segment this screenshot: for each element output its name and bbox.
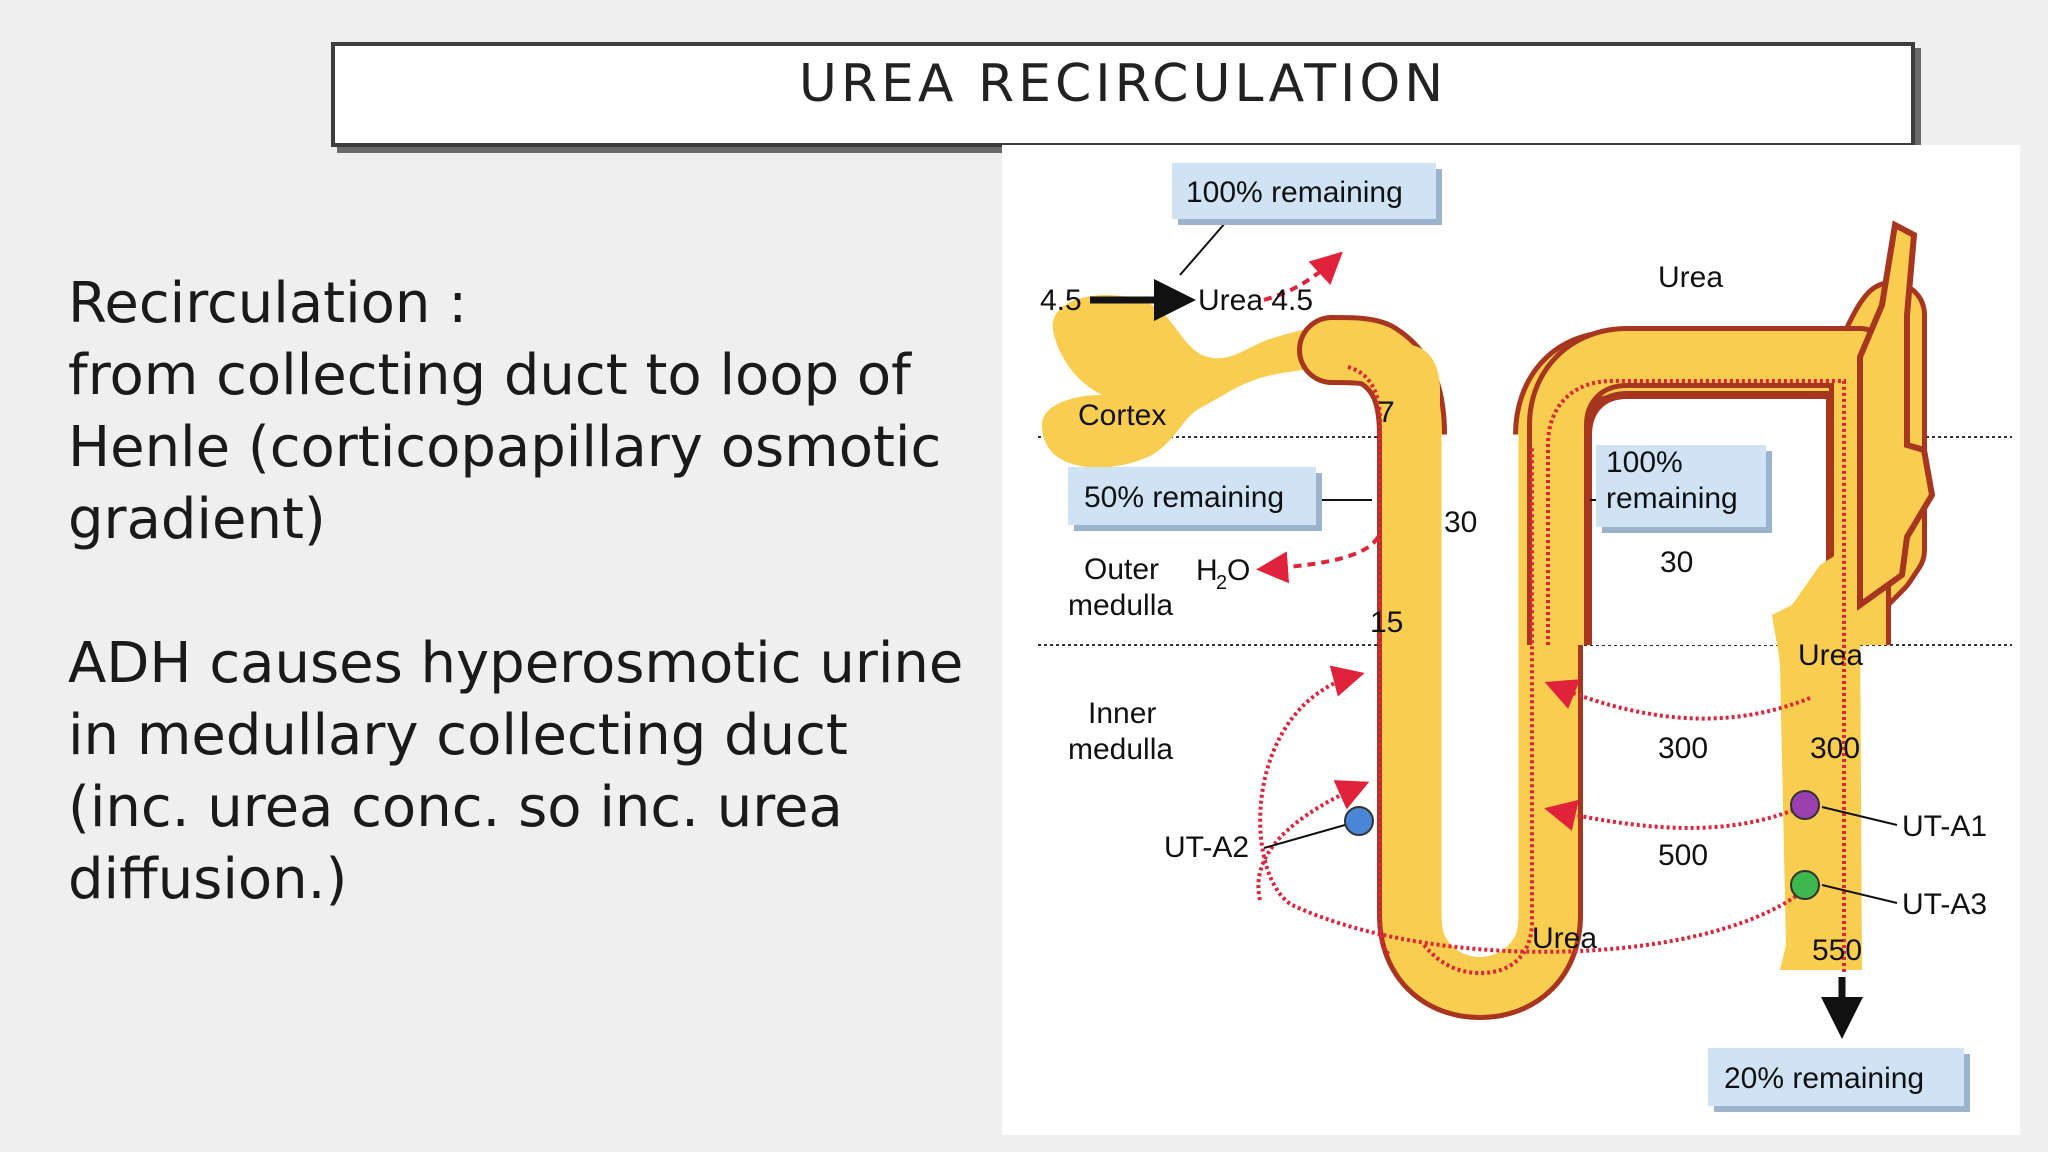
box-mid-right-label-2: remaining — [1606, 482, 1738, 515]
ut-a1-label: UT-A1 — [1902, 810, 1987, 843]
urea-flow-loop-bottom — [1422, 445, 1534, 976]
value-550: 550 — [1812, 934, 1862, 967]
glomerular-capsule — [1042, 295, 1352, 468]
value-7: 7 — [1378, 396, 1395, 429]
box-mid-left-label: 50% remaining — [1084, 481, 1284, 514]
box-top-label: 100% remaining — [1186, 176, 1403, 209]
urea-input-label: Urea 4.5 — [1198, 284, 1313, 317]
distal-loop-inner-wall — [1584, 391, 1834, 645]
leader-top — [1179, 221, 1227, 276]
descending-limb — [1352, 327, 1550, 987]
urea-flow-distal — [1546, 379, 1846, 645]
adh-description: ADH causes hyperosmotic urine in medulla… — [68, 631, 964, 912]
input-value: 4.5 — [1040, 284, 1082, 317]
zone-outer-medulla-1: Outer — [1084, 553, 1159, 586]
distal-loop — [1532, 331, 1886, 645]
water-label-h: H — [1196, 554, 1218, 587]
zone-cortex: Cortex — [1078, 399, 1166, 432]
zone-inner-medulla-2: medulla — [1068, 733, 1173, 766]
water-out-arrow — [1256, 535, 1380, 584]
recirc-arrow-500 — [1544, 799, 1811, 831]
leader-a2 — [1263, 822, 1353, 849]
ut-a3-transporter — [1790, 870, 1820, 900]
ut-a2-transporter — [1344, 806, 1374, 836]
recirc-arrow-long — [1258, 665, 1812, 954]
slide-title: UREA RECIRCULATION — [798, 54, 1448, 114]
ut-a1-transporter — [1790, 790, 1820, 820]
value-30-right: 30 — [1660, 546, 1693, 579]
urea-out-arrow — [1263, 251, 1343, 302]
leader-a1 — [1821, 806, 1898, 826]
urea-recirculation-diagram: 100% remaining 50% remaining 100% remain… — [1002, 145, 2020, 1135]
title-box: UREA RECIRCULATION — [331, 42, 1915, 147]
box-bottom — [1708, 1048, 1964, 1106]
diagram-canvas: 100% remaining 50% remaining 100% remain… — [1038, 163, 2012, 1112]
urea-label-right: Urea — [1798, 639, 1863, 672]
value-30-left: 30 — [1444, 506, 1477, 539]
ut-a2-label: UT-A2 — [1164, 831, 1249, 864]
urea-flow-loop — [1347, 365, 1392, 957]
urea-label-top: Urea — [1658, 261, 1723, 294]
box-mid-right-label-1: 100% — [1606, 446, 1683, 479]
leader-a3 — [1821, 884, 1898, 904]
urea-label-bottom: Urea — [1532, 922, 1597, 955]
value-300-right: 300 — [1810, 732, 1860, 765]
zone-outer-medulla-2: medulla — [1068, 589, 1173, 622]
box-mid-right — [1596, 445, 1766, 527]
value-500: 500 — [1658, 839, 1708, 872]
collecting-duct-top — [1857, 220, 1936, 611]
recirc-arrow-300 — [1544, 679, 1811, 721]
water-label-sub: 2 — [1216, 572, 1227, 594]
box-bottom-label: 20% remaining — [1724, 1062, 1924, 1095]
recirculation-heading: Recirculation : — [68, 271, 468, 336]
zone-inner-medulla-1: Inner — [1088, 697, 1156, 730]
recirculation-description: from collecting duct to loop of Henle (c… — [68, 343, 942, 552]
ut-a3-label: UT-A3 — [1902, 888, 1987, 921]
box-mid-left — [1068, 467, 1316, 525]
collecting-duct — [1772, 545, 1862, 970]
body-text: Recirculation : from collecting duct to … — [68, 268, 968, 916]
recirc-arrow-a2 — [1256, 780, 1370, 901]
box-top — [1172, 163, 1436, 219]
value-15: 15 — [1370, 606, 1403, 639]
water-label-o: O — [1227, 554, 1250, 587]
value-300-mid: 300 — [1658, 732, 1708, 765]
